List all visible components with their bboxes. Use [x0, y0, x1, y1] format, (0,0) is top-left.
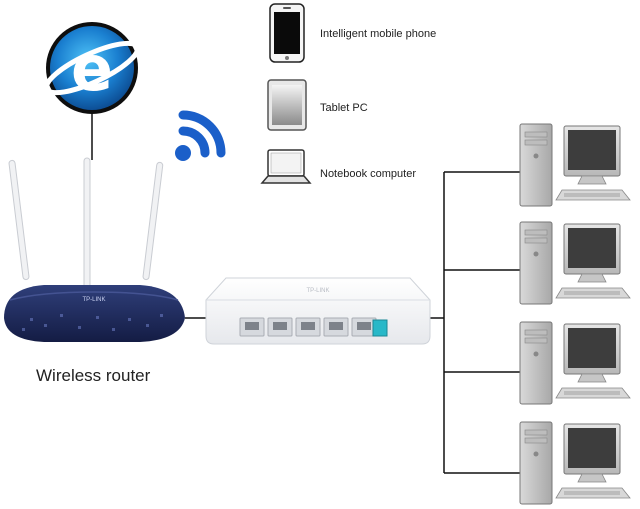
power-port: [372, 319, 388, 337]
router-brand-logo: TP-LINK: [82, 297, 105, 303]
tablet-icon: [267, 79, 307, 131]
phone-label: Intelligent mobile phone: [320, 28, 437, 40]
router-label: Wireless router: [36, 366, 151, 385]
desktop-computer-icon: [519, 421, 631, 505]
wifi-signal-icon: [175, 110, 226, 161]
connection-lines: [91, 112, 520, 474]
tablet-label: Tablet PC: [320, 102, 368, 114]
wireless-router: TP-LINK: [4, 157, 185, 342]
desktop-computer-icon: [519, 321, 631, 405]
desktop-computer-icon: [519, 221, 631, 305]
network-switch: TP-LINK: [205, 277, 431, 345]
notebook-label: Notebook computer: [320, 168, 416, 180]
desktop-computer-icon: [519, 123, 631, 207]
switch-brand-logo: TP-LINK: [306, 288, 329, 294]
laptop-icon: [260, 149, 312, 184]
internet-explorer-icon: e: [43, 22, 141, 114]
smartphone-icon: [269, 3, 305, 63]
svg-text:e: e: [71, 32, 113, 105]
